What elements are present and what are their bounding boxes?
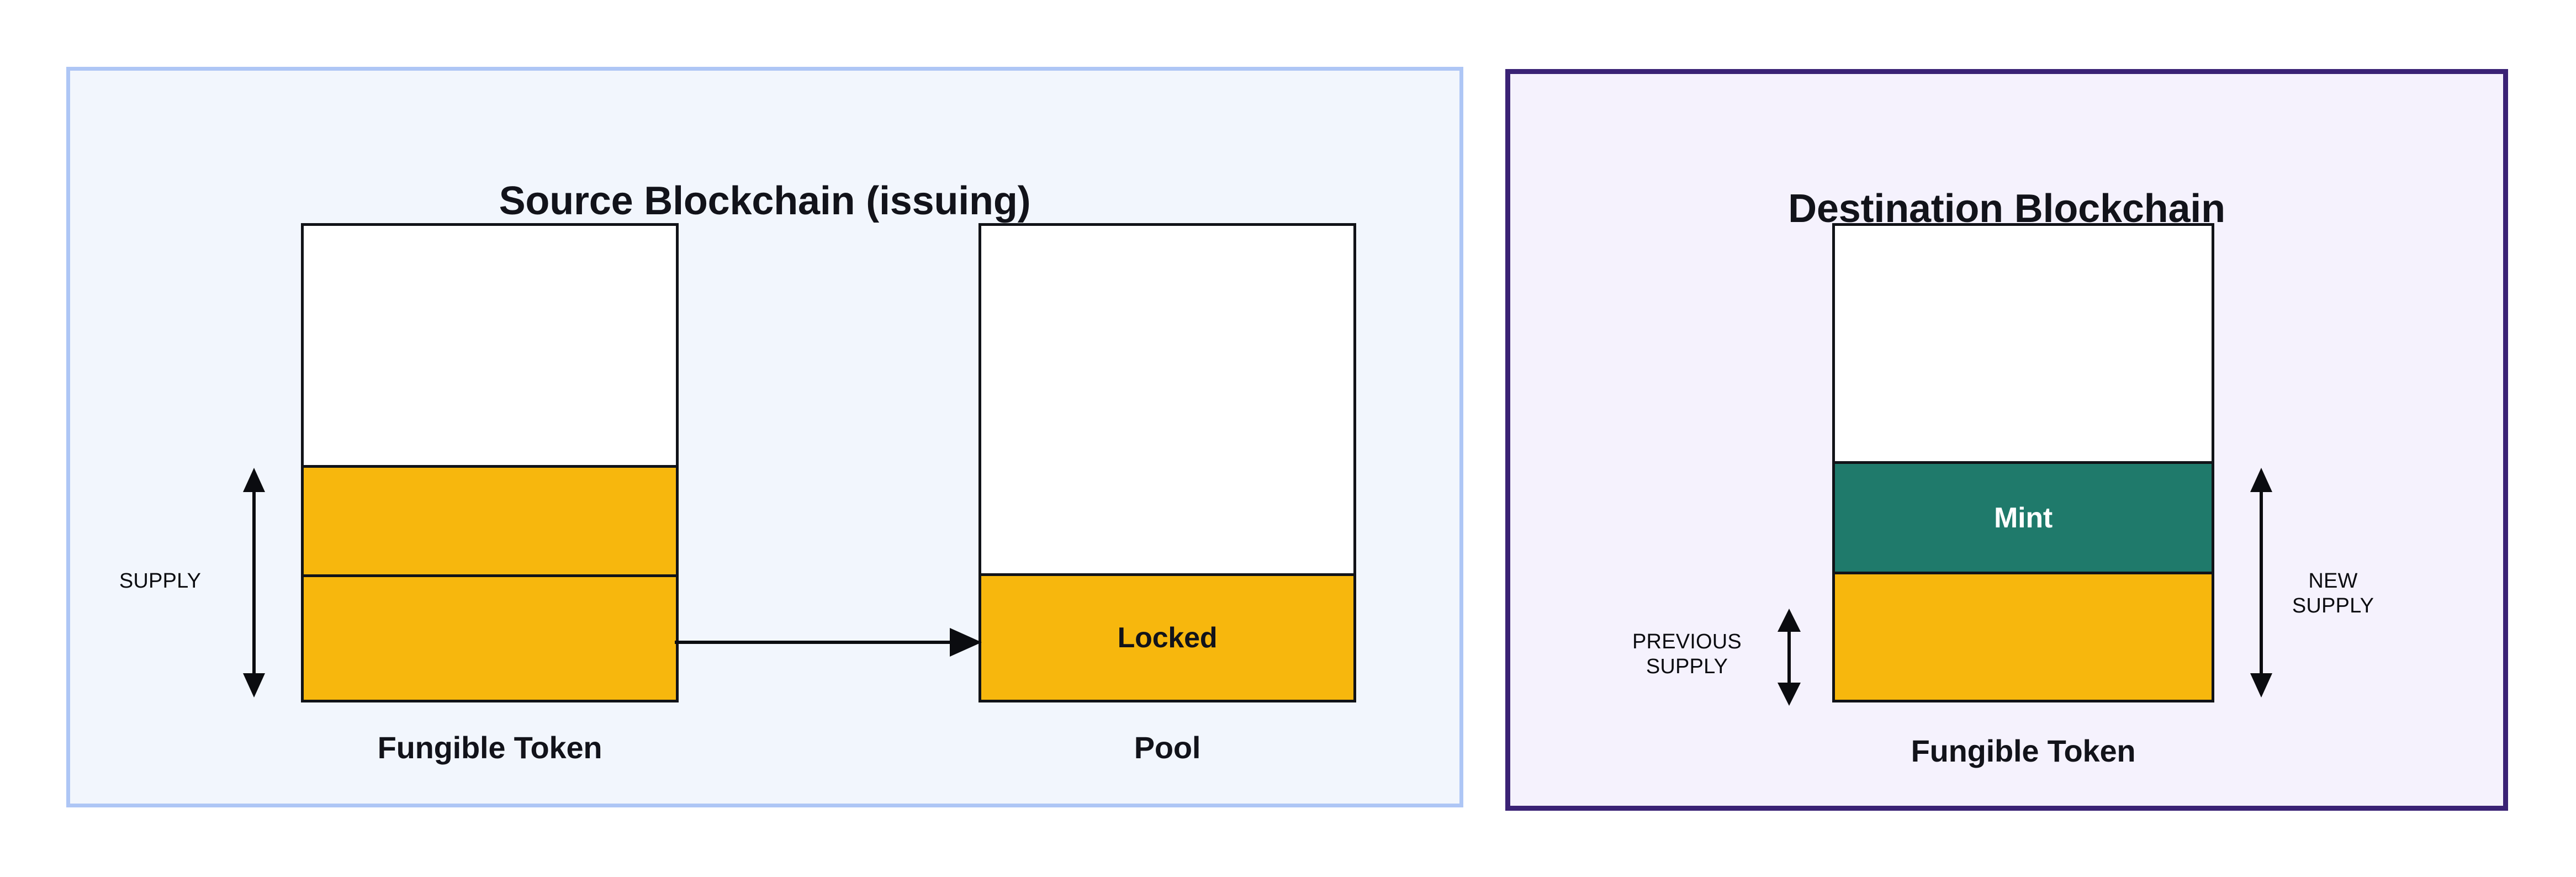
supply-measure-label: SUPPLY: [119, 569, 202, 593]
destination-fungible-token-bar: Mint: [1832, 223, 2214, 702]
source-fungible-token-caption: Fungible Token: [377, 730, 602, 765]
destination-fungible-token-caption: Fungible Token: [1911, 733, 2136, 768]
new-supply-measure-label: NEW SUPPLY: [2292, 569, 2374, 617]
transfer-arrow: [675, 621, 984, 663]
destination-token-segment-headroom: [1835, 226, 2212, 461]
source-token-segment-supply-lower: [304, 574, 676, 700]
new-supply-measure-arrow: [2245, 467, 2278, 699]
previous-supply-measure-arrow: [1773, 607, 1806, 707]
source-token-segment-headroom: [304, 226, 676, 465]
source-token-segment-supply-upper: [304, 465, 676, 574]
destination-token-segment-mint: Mint: [1835, 461, 2212, 572]
previous-supply-measure-label: PREVIOUS SUPPLY: [1632, 630, 1742, 678]
source-panel-title: Source Blockchain (issuing): [499, 179, 1031, 223]
source-fungible-token-bar: [301, 223, 679, 702]
source-pool-bar: Locked: [978, 223, 1356, 702]
source-pool-segment-headroom: [981, 226, 1353, 573]
destination-panel-title: Destination Blockchain: [1788, 187, 2225, 231]
destination-token-mint-label: Mint: [1993, 501, 2053, 534]
source-pool-segment-locked: Locked: [981, 573, 1353, 700]
source-pool-locked-label: Locked: [1117, 622, 1218, 654]
supply-measure-arrow: [237, 467, 271, 699]
destination-token-segment-previous-supply: [1835, 572, 2212, 700]
source-pool-caption: Pool: [1134, 730, 1201, 765]
